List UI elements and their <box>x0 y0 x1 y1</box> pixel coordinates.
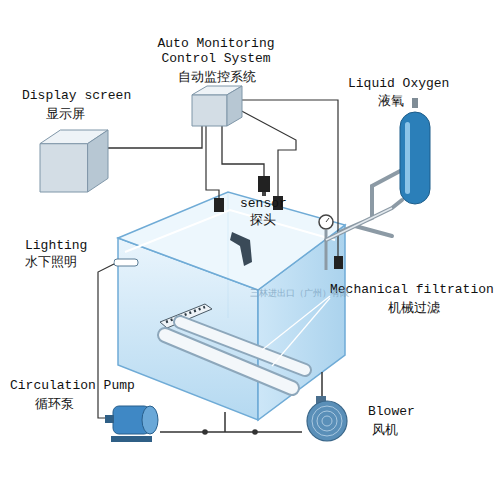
water-surface <box>125 210 335 252</box>
cylinder-body <box>400 112 430 204</box>
lighting-cable <box>98 264 114 418</box>
oxygen-pipe <box>325 230 328 270</box>
display-screen-shape <box>40 130 108 192</box>
part-label: 水下照明 <box>25 254 77 269</box>
box-front <box>192 95 227 126</box>
sensor-probe-shape <box>258 176 270 192</box>
oxygen-cylinder: Liquid Oxygen液氧 <box>400 106 430 204</box>
wire-connector <box>108 126 202 148</box>
component-label: Blower <box>368 404 415 419</box>
component-label: Auto Monitoring Control System <box>146 36 286 66</box>
part-label: 机械过滤 <box>388 300 440 315</box>
underwater-light <box>114 259 138 266</box>
sensor-probe <box>334 256 343 269</box>
oxygen-manifold <box>326 170 402 240</box>
component-label: 循环泵 <box>35 396 74 411</box>
blower-shape <box>302 396 348 442</box>
pipe-joint <box>202 429 208 435</box>
sensor-wire <box>236 108 296 196</box>
component-label: Liquid Oxygen <box>348 76 449 91</box>
component-label: 风机 <box>372 422 398 437</box>
part-label: Mechanical filtration <box>330 282 494 297</box>
leader-line <box>262 296 330 350</box>
oxygen-cylinder-shape <box>400 106 430 204</box>
display-screen: Display screen显示屏 <box>40 130 108 192</box>
watermark: 三林进出口（广州）有限 <box>250 286 349 301</box>
sensor-arm <box>230 232 252 266</box>
blower-housing <box>307 401 347 441</box>
component-label: sensor <box>240 196 287 211</box>
return-pipe <box>224 412 226 432</box>
leader-line <box>272 298 330 366</box>
control-unit: Auto Monitoring Control System自动监控系统 <box>192 86 242 126</box>
sensor-wire <box>240 100 338 256</box>
component-label: 液氧 <box>378 93 404 108</box>
control-unit-shape <box>192 86 242 126</box>
blower-rib <box>322 416 332 426</box>
box-side <box>227 86 242 126</box>
component-label: 显示屏 <box>46 106 85 121</box>
circulation-pump-shape <box>105 400 160 442</box>
pump-end <box>142 406 158 434</box>
box-side <box>88 130 108 192</box>
probe-body <box>258 176 270 192</box>
pressure-gauge <box>319 215 333 229</box>
air-pipe <box>321 372 323 398</box>
component-label: Display screen <box>22 88 131 103</box>
component-label: 自动监控系统 <box>178 69 256 84</box>
component-label: 探头 <box>250 212 276 227</box>
filter-tube <box>180 322 305 370</box>
wire-connector <box>222 126 264 176</box>
probe-tip <box>262 192 266 196</box>
pump-base <box>111 436 152 442</box>
wire-connector <box>160 431 302 432</box>
oxygen-manifold-highlight <box>326 208 392 240</box>
blower-rib <box>317 411 337 431</box>
pipe-joint <box>252 429 258 435</box>
sensor-wire <box>206 126 219 198</box>
part-label: Lighting <box>25 238 87 253</box>
sensor-probe: sensor探头 <box>258 176 270 192</box>
cylinder-highlight <box>405 122 410 194</box>
blower: Blower风机 <box>302 396 348 442</box>
cylinder-valve <box>412 98 418 108</box>
gauge-needle <box>326 218 329 222</box>
circulation-pump: Circulation Pump循环泵 <box>105 400 160 442</box>
sensor-probe <box>214 198 224 212</box>
tank-top-face <box>118 192 345 290</box>
blower-rib <box>312 406 342 436</box>
box-front <box>40 144 88 192</box>
pump-inlet <box>105 415 114 423</box>
component-label: Circulation Pump <box>10 378 135 393</box>
filter-tube-outline <box>180 322 305 370</box>
